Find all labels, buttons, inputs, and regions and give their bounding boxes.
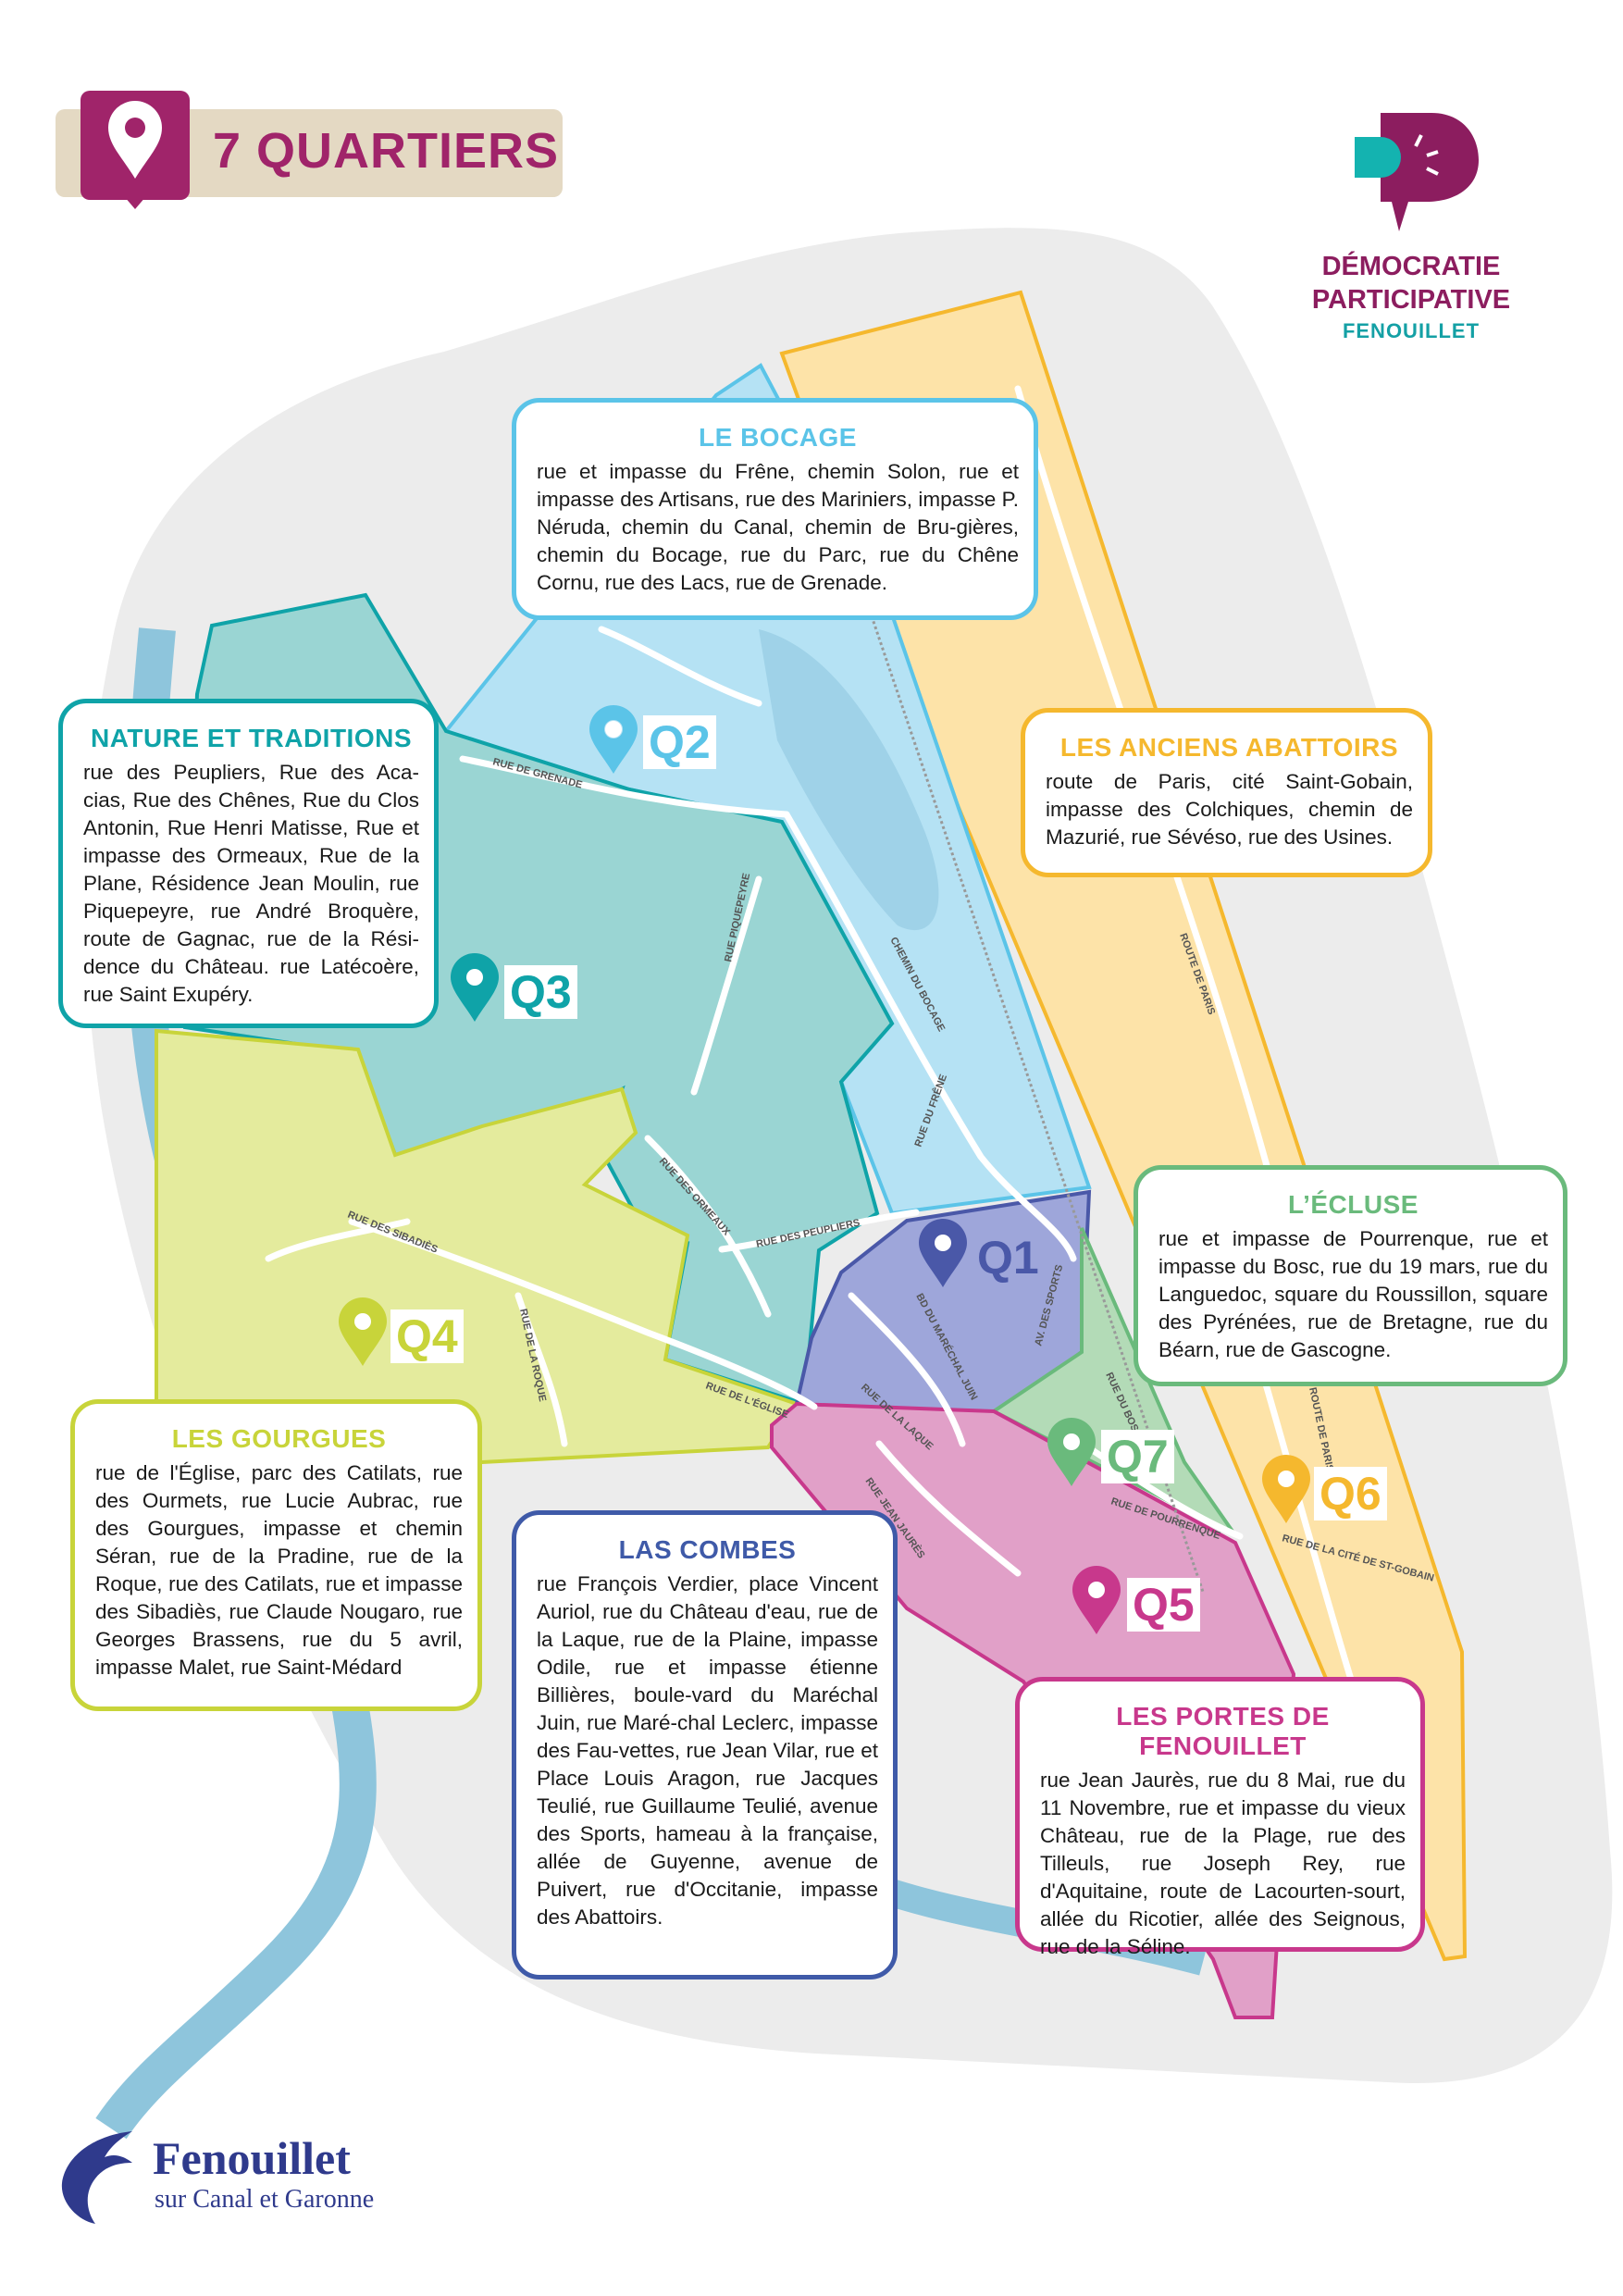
fenouillet-logo: Fenouillet sur Canal et Garonne	[58, 2128, 374, 2229]
dp-logo-line1: DÉMOCRATIE	[1321, 252, 1501, 281]
pin-q7-icon[interactable]	[1047, 1418, 1096, 1486]
card-title: LES PORTES DE FENOUILLET	[1116, 1702, 1330, 1760]
quartier-card-combes: LAS COMBES rue François Verdier, place V…	[512, 1510, 898, 1980]
card-streets: rue et impasse de Pourrenque, rue et imp…	[1158, 1227, 1548, 1361]
pin-q1-icon[interactable]	[919, 1219, 967, 1287]
marker-q5[interactable]: Q5	[1127, 1578, 1200, 1632]
quartier-card-nature: NATURE ET TRADITIONS rue des Peupliers, …	[58, 699, 439, 1028]
marker-q3[interactable]: Q3	[504, 965, 577, 1019]
pin-q5-icon[interactable]	[1072, 1566, 1121, 1634]
card-streets: rue de l'Église, parc des Catilats, rue …	[95, 1461, 463, 1679]
page-title: 7 QUARTIERS	[213, 123, 560, 179]
marker-q2[interactable]: Q2	[643, 715, 716, 769]
card-streets: rue François Verdier, place Vincent Auri…	[537, 1572, 878, 1929]
card-streets: rue et impasse du Frêne, chemin Solon, r…	[537, 460, 1019, 594]
fenouillet-logo-subtitle: sur Canal et Garonne	[155, 2185, 375, 2214]
dp-logo-icon	[1355, 113, 1479, 231]
pin-q3-icon[interactable]	[451, 953, 499, 1022]
railway	[868, 610, 1205, 1593]
marker-q1[interactable]: Q1	[977, 1232, 1039, 1284]
card-title: LES GOURGUES	[171, 1424, 387, 1453]
quartier-card-abattoirs: LES ANCIENS ABATTOIRS route de Paris, ci…	[1021, 708, 1432, 877]
card-streets: rue Jean Jaurès, rue du 8 Mai, rue du 11…	[1040, 1769, 1406, 1958]
pin-q6-icon[interactable]	[1262, 1455, 1310, 1523]
card-title: LES ANCIENS ABATTOIRS	[1059, 733, 1399, 762]
dp-logo-line2: PARTICIPATIVE	[1311, 285, 1511, 315]
marker-q7[interactable]: Q7	[1101, 1430, 1174, 1483]
quartier-card-gourgues: LES GOURGUES rue de l'Église, parc des C…	[70, 1399, 482, 1711]
map-pins	[339, 705, 1310, 1634]
card-streets: route de Paris, cité Saint-Gobain, impas…	[1046, 770, 1413, 849]
map-pin-icon	[81, 91, 190, 209]
dp-logo-line3: FENOUILLET	[1342, 319, 1481, 342]
card-title: LAS COMBES	[618, 1535, 797, 1564]
pin-q4-icon[interactable]	[339, 1297, 387, 1366]
card-title: L’ÉCLUSE	[1288, 1190, 1419, 1219]
card-streets: rue des Peupliers, Rue des Aca-cias, Rue…	[83, 761, 419, 1006]
card-title: NATURE ET TRADITIONS	[90, 724, 413, 752]
card-title: LE BOCAGE	[699, 423, 857, 452]
quartier-card-ecluse: L’ÉCLUSE rue et impasse de Pourrenque, r…	[1134, 1165, 1567, 1386]
quartier-card-portes: LES PORTES DE FENOUILLET rue Jean Jaurès…	[1015, 1677, 1425, 1958]
fenouillet-emblem-icon	[61, 2131, 132, 2224]
quartier-card-bocage: LE BOCAGE rue et impasse du Frêne, chemi…	[512, 398, 1038, 620]
marker-q4[interactable]: Q4	[390, 1309, 464, 1363]
fenouillet-logo-name: Fenouillet	[153, 2132, 351, 2184]
lake	[759, 629, 939, 931]
marker-q6[interactable]: Q6	[1314, 1467, 1387, 1520]
pin-q2-icon[interactable]	[589, 705, 638, 774]
